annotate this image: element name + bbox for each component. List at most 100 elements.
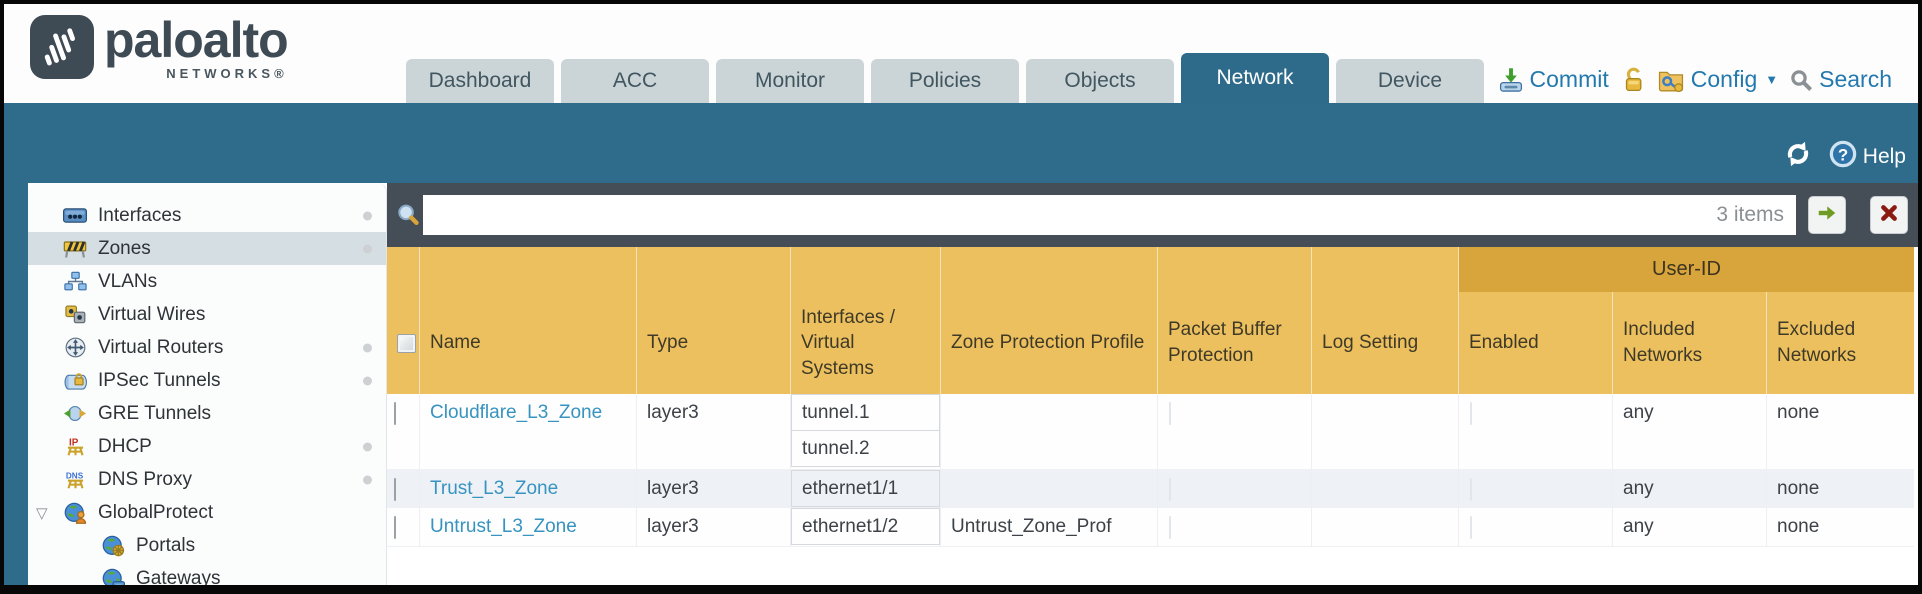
zone-name-cell: Trust_L3_Zone xyxy=(420,470,637,507)
sidebar-item-label: GRE Tunnels xyxy=(98,402,211,424)
tab-acc[interactable]: ACC xyxy=(561,59,709,103)
dhcp-icon: IP xyxy=(58,436,92,457)
zone-type-cell: layer3 xyxy=(637,470,791,507)
sidebar-item-gateways[interactable]: Gateways xyxy=(28,562,386,585)
select-all-checkbox[interactable] xyxy=(397,333,416,353)
status-dot xyxy=(363,376,372,385)
user-id-group-label: User-ID xyxy=(1652,258,1721,280)
paloalto-logo-icon xyxy=(30,15,94,79)
header-log-setting[interactable]: Log Setting xyxy=(1312,247,1459,394)
sidebar-item-vlans[interactable]: VLANs xyxy=(28,265,386,298)
expander-triangle-icon[interactable]: ▽ xyxy=(36,504,48,522)
header-name[interactable]: Name xyxy=(420,247,637,394)
header-packet-buffer-protection[interactable]: Packet Buffer Protection xyxy=(1158,247,1312,394)
sidebar-item-label: Interfaces xyxy=(98,204,182,226)
tab-policies[interactable]: Policies xyxy=(871,59,1019,103)
sidebar-item-label: GlobalProtect xyxy=(98,501,214,523)
commit-label: Commit xyxy=(1529,66,1609,92)
globalprotect-icon xyxy=(58,502,92,524)
search-icon xyxy=(1789,68,1813,92)
user-id-enabled-checkbox[interactable] xyxy=(1470,516,1472,539)
row-checkbox[interactable] xyxy=(394,402,396,425)
user-id-enabled-checkbox[interactable] xyxy=(1470,478,1472,501)
status-dot xyxy=(363,343,372,352)
tab-monitor[interactable]: Monitor xyxy=(716,59,864,103)
zone-name-link[interactable]: Cloudflare_L3_Zone xyxy=(430,402,603,423)
sidebar-item-virtual-wires[interactable]: Virtual Wires xyxy=(28,298,386,331)
header-utilities: Commit xyxy=(1498,66,1892,93)
zone-name-cell: Cloudflare_L3_Zone xyxy=(420,394,637,469)
commit-icon xyxy=(1498,67,1524,93)
filter-toolbar: 3 items xyxy=(387,183,1918,247)
lock-button[interactable] xyxy=(1620,67,1646,93)
zone-type-cell: layer3 xyxy=(637,394,791,469)
packet-buffer-protection-checkbox[interactable] xyxy=(1169,478,1171,501)
sidebar-item-label: IPSec Tunnels xyxy=(98,369,221,391)
packet-buffer-protection-checkbox[interactable] xyxy=(1169,402,1171,425)
virtual-wires-icon xyxy=(58,305,92,324)
tab-device[interactable]: Device xyxy=(1336,59,1484,103)
included-networks-cell: any xyxy=(1613,508,1767,546)
tab-dashboard[interactable]: Dashboard xyxy=(406,59,554,103)
sidebar-item-globalprotect[interactable]: ▽ GlobalProtect xyxy=(28,496,386,529)
header-enabled[interactable]: Enabled xyxy=(1459,247,1613,394)
sidebar-item-ipsec-tunnels[interactable]: IPSec Tunnels xyxy=(28,364,386,397)
zones-table-header: User-ID Name Type Interfaces / Virtual S… xyxy=(387,247,1914,394)
clear-filter-button[interactable] xyxy=(1870,196,1908,234)
content-area: 3 items U xyxy=(387,183,1918,585)
zone-name-link[interactable]: Trust_L3_Zone xyxy=(430,478,559,499)
commit-button[interactable]: Commit xyxy=(1498,66,1609,93)
row-checkbox[interactable] xyxy=(394,478,396,501)
sidebar-item-interfaces[interactable]: Interfaces xyxy=(28,199,386,232)
excluded-networks-cell: none xyxy=(1767,470,1914,507)
tab-network[interactable]: Network xyxy=(1181,53,1329,103)
log-setting-cell xyxy=(1312,470,1459,507)
paloalto-logo: paloalto NETWORKS® xyxy=(30,15,289,80)
row-checkbox[interactable] xyxy=(394,516,396,539)
header-zone-protection-profile[interactable]: Zone Protection Profile xyxy=(941,247,1158,394)
sidebar-item-label: Zones xyxy=(98,237,151,259)
sidebar-item-virtual-routers[interactable]: Virtual Routers xyxy=(28,331,386,364)
packet-buffer-protection-checkbox[interactable] xyxy=(1169,516,1171,539)
tab-objects[interactable]: Objects xyxy=(1026,59,1174,103)
status-dot xyxy=(363,244,372,253)
user-id-enabled-checkbox[interactable] xyxy=(1470,402,1472,425)
filter-search-input[interactable] xyxy=(423,198,1717,232)
packet-buffer-protection-cell xyxy=(1158,508,1312,546)
config-menu[interactable]: Config ▼ xyxy=(1657,66,1778,93)
zones-table: User-ID Name Type Interfaces / Virtual S… xyxy=(387,247,1914,547)
zone-name-link[interactable]: Untrust_L3_Zone xyxy=(430,516,577,537)
log-setting-cell xyxy=(1312,394,1459,469)
global-search-button[interactable]: Search xyxy=(1789,66,1892,93)
help-button[interactable]: ? Help xyxy=(1828,139,1906,175)
refresh-button[interactable] xyxy=(1784,140,1812,174)
page-band: ? Help xyxy=(4,103,1918,183)
chevron-down-icon: ▼ xyxy=(1765,72,1779,87)
portals-icon xyxy=(96,535,130,557)
svg-text:IP: IP xyxy=(68,437,78,448)
apply-filter-button[interactable] xyxy=(1808,196,1846,234)
header-type[interactable]: Type xyxy=(637,247,791,394)
help-label: Help xyxy=(1862,145,1906,168)
header-interfaces[interactable]: Interfaces / Virtual Systems xyxy=(791,247,941,394)
header-excluded-networks[interactable]: Excluded Networks xyxy=(1777,319,1857,366)
packet-buffer-protection-cell xyxy=(1158,394,1312,469)
sidebar-item-zones[interactable]: Zones xyxy=(28,232,386,265)
sidebar-item-label: Portals xyxy=(136,534,196,556)
sidebar-item-label: Virtual Routers xyxy=(98,336,224,358)
row-select-cell xyxy=(387,508,420,546)
header-included-networks[interactable]: Included Networks xyxy=(1613,247,1767,394)
status-dot xyxy=(363,475,372,484)
excluded-networks-cell: none xyxy=(1767,508,1914,546)
sidebar-item-portals[interactable]: Portals xyxy=(28,529,386,562)
sidebar-item-gre-tunnels[interactable]: GRE Tunnels xyxy=(28,397,386,430)
